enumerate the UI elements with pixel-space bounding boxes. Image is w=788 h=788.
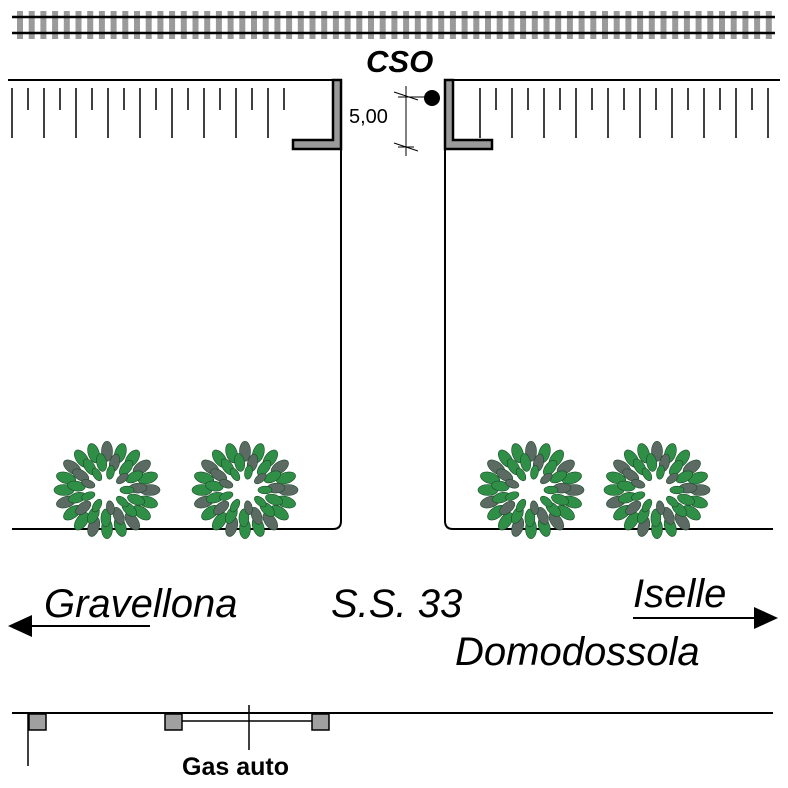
bush-icon — [477, 440, 585, 540]
gas-pump-box-icon — [28, 713, 47, 731]
bush-icon — [53, 440, 161, 540]
gas-station-line — [12, 705, 773, 766]
access-road — [12, 149, 773, 530]
bush-icon — [603, 440, 711, 540]
railway-track-icon — [12, 11, 775, 39]
east-destination-label-2: Domodossola — [455, 630, 700, 674]
gas-pump-box-icon — [164, 713, 183, 731]
station-dot-icon — [424, 90, 440, 106]
arrow-left-icon — [8, 615, 150, 637]
right-wall — [443, 78, 494, 151]
gas-pump-box-icon — [311, 713, 330, 731]
east-destination-label-1: Iselle — [633, 572, 727, 616]
bush-icon — [191, 440, 299, 540]
left-wall — [291, 78, 343, 151]
arrow-right-icon — [633, 607, 778, 629]
station-label: CSO — [366, 44, 434, 79]
fence-line — [8, 79, 780, 138]
bushes — [53, 440, 711, 540]
west-destination-label: Gravellona — [44, 582, 238, 626]
road-name-label: S.S. 33 — [331, 582, 463, 626]
dimension-label: 5,00 — [349, 106, 388, 128]
gas-station-label: Gas auto — [182, 753, 289, 781]
dimension-marker — [393, 86, 430, 156]
